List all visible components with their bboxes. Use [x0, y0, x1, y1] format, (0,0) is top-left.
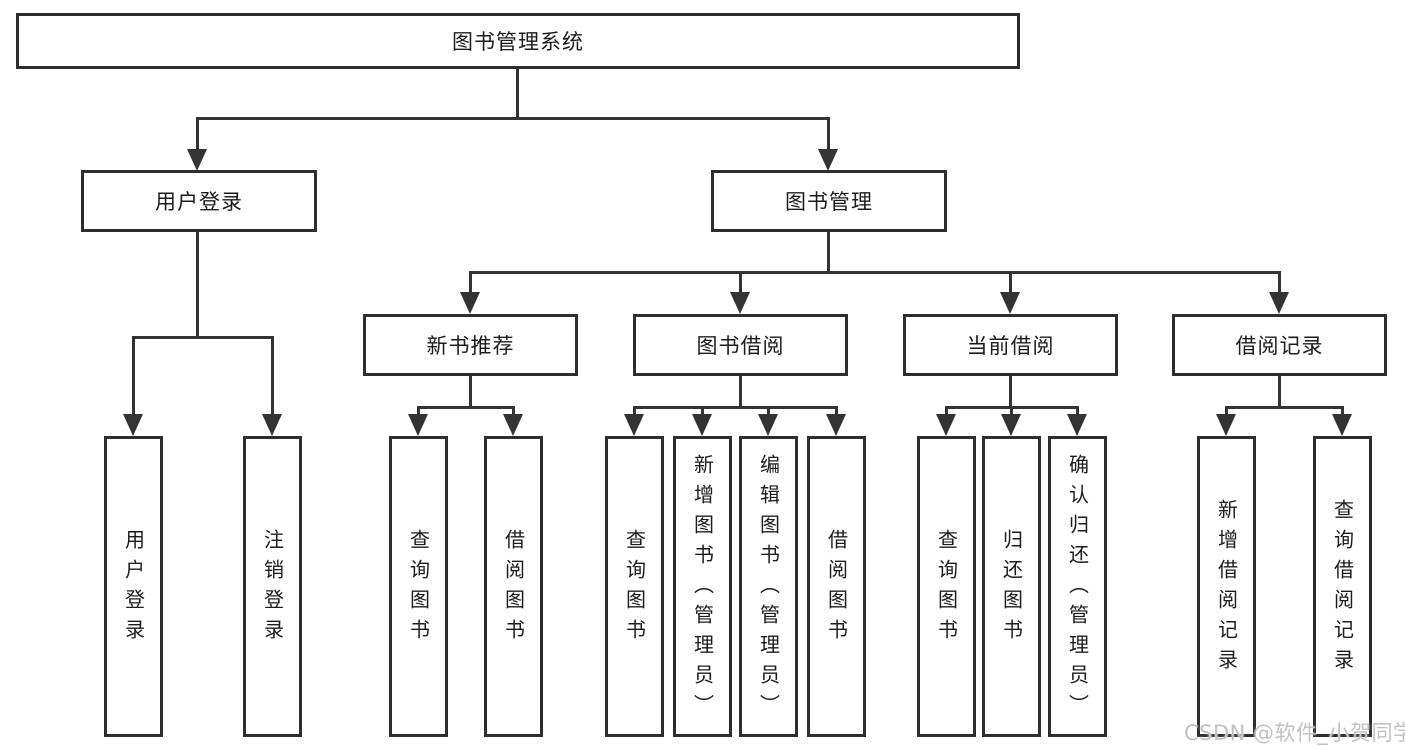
arrow-down-icon	[123, 414, 143, 436]
edge-bookmgmt-stem	[827, 232, 830, 274]
edge-drop	[701, 406, 704, 416]
edge-drop	[1009, 271, 1012, 294]
arrow-down-icon	[1067, 414, 1087, 436]
edge-drop	[132, 336, 135, 416]
node-leaf-user-login: 用户登录	[104, 436, 163, 737]
arrow-down-icon	[758, 414, 778, 436]
edge-drop	[469, 271, 472, 294]
arrow-down-icon	[624, 414, 644, 436]
edge-drop	[835, 406, 838, 416]
edge-newbookrec-stem	[469, 376, 472, 408]
edge-drop	[1225, 406, 1228, 416]
edge-drop	[417, 406, 420, 416]
arrow-down-icon	[187, 149, 207, 171]
edge-borrowrecords-branch	[1225, 406, 1344, 409]
edge-root-stem	[516, 69, 519, 118]
node-leaf-logout: 注销登录	[243, 436, 302, 737]
node-leaf-query-book-3: 查询图书	[917, 436, 976, 737]
arrow-down-icon	[503, 414, 523, 436]
node-new-book-recommend: 新书推荐	[363, 314, 578, 376]
edge-drop	[739, 271, 742, 294]
edge-drop-book-mgmt	[827, 117, 830, 151]
arrow-down-icon	[826, 414, 846, 436]
arrow-down-icon	[1332, 414, 1352, 436]
node-leaf-borrow-book-2: 借阅图书	[807, 436, 866, 737]
arrow-down-icon	[730, 292, 750, 314]
node-leaf-query-book-1: 查询图书	[389, 436, 448, 737]
arrow-down-icon	[460, 292, 480, 314]
node-book-management: 图书管理	[711, 170, 947, 232]
edge-drop	[1278, 271, 1281, 294]
edge-bookmgmt-branch	[469, 271, 1281, 274]
edge-borrowrecords-stem	[1278, 376, 1281, 408]
edge-drop	[1076, 406, 1079, 416]
node-book-borrow: 图书借阅	[633, 314, 848, 376]
node-leaf-return-book: 归还图书	[982, 436, 1041, 737]
node-leaf-borrow-book-1: 借阅图书	[484, 436, 543, 737]
edge-drop	[271, 336, 274, 416]
arrow-down-icon	[1216, 414, 1236, 436]
edge-drop	[767, 406, 770, 416]
node-current-borrow: 当前借阅	[903, 314, 1118, 376]
edge-drop	[945, 406, 948, 416]
edge-drop	[633, 406, 636, 416]
node-leaf-query-borrow-record: 查询借阅记录	[1313, 436, 1372, 737]
arrow-down-icon	[262, 414, 282, 436]
arrow-down-icon	[692, 414, 712, 436]
edge-root-branch	[196, 117, 830, 120]
node-borrow-records: 借阅记录	[1172, 314, 1387, 376]
edge-drop-user-login	[196, 117, 199, 151]
csdn-watermark: CSDN @软件_小贺同学	[1184, 721, 1405, 745]
arrow-down-icon	[1000, 292, 1020, 314]
node-library-management-system: 图书管理系统	[16, 13, 1020, 69]
arrow-down-icon	[1001, 414, 1021, 436]
arrow-down-icon	[936, 414, 956, 436]
node-leaf-add-borrow-record: 新增借阅记录	[1197, 436, 1256, 737]
node-leaf-query-book-2: 查询图书	[605, 436, 664, 737]
edge-userlogin-stem	[196, 232, 199, 338]
edge-newbookrec-branch	[417, 406, 515, 409]
edge-drop	[512, 406, 515, 416]
edge-drop	[1341, 406, 1344, 416]
node-user-login: 用户登录	[81, 170, 317, 232]
node-leaf-confirm-return-admin: 确认归还（管理员）	[1048, 436, 1107, 737]
edge-currentborrow-stem	[1009, 376, 1012, 408]
node-leaf-edit-book-admin: 编辑图书（管理员）	[739, 436, 798, 737]
node-leaf-add-book-admin: 新增图书（管理员）	[673, 436, 732, 737]
arrow-down-icon	[1269, 292, 1289, 314]
edge-bookborrow-branch	[633, 406, 837, 409]
edge-drop	[1010, 406, 1013, 416]
edge-bookborrow-stem	[739, 376, 742, 408]
arrow-down-icon	[408, 414, 428, 436]
edge-userlogin-branch	[132, 336, 274, 339]
arrow-down-icon	[818, 149, 838, 171]
